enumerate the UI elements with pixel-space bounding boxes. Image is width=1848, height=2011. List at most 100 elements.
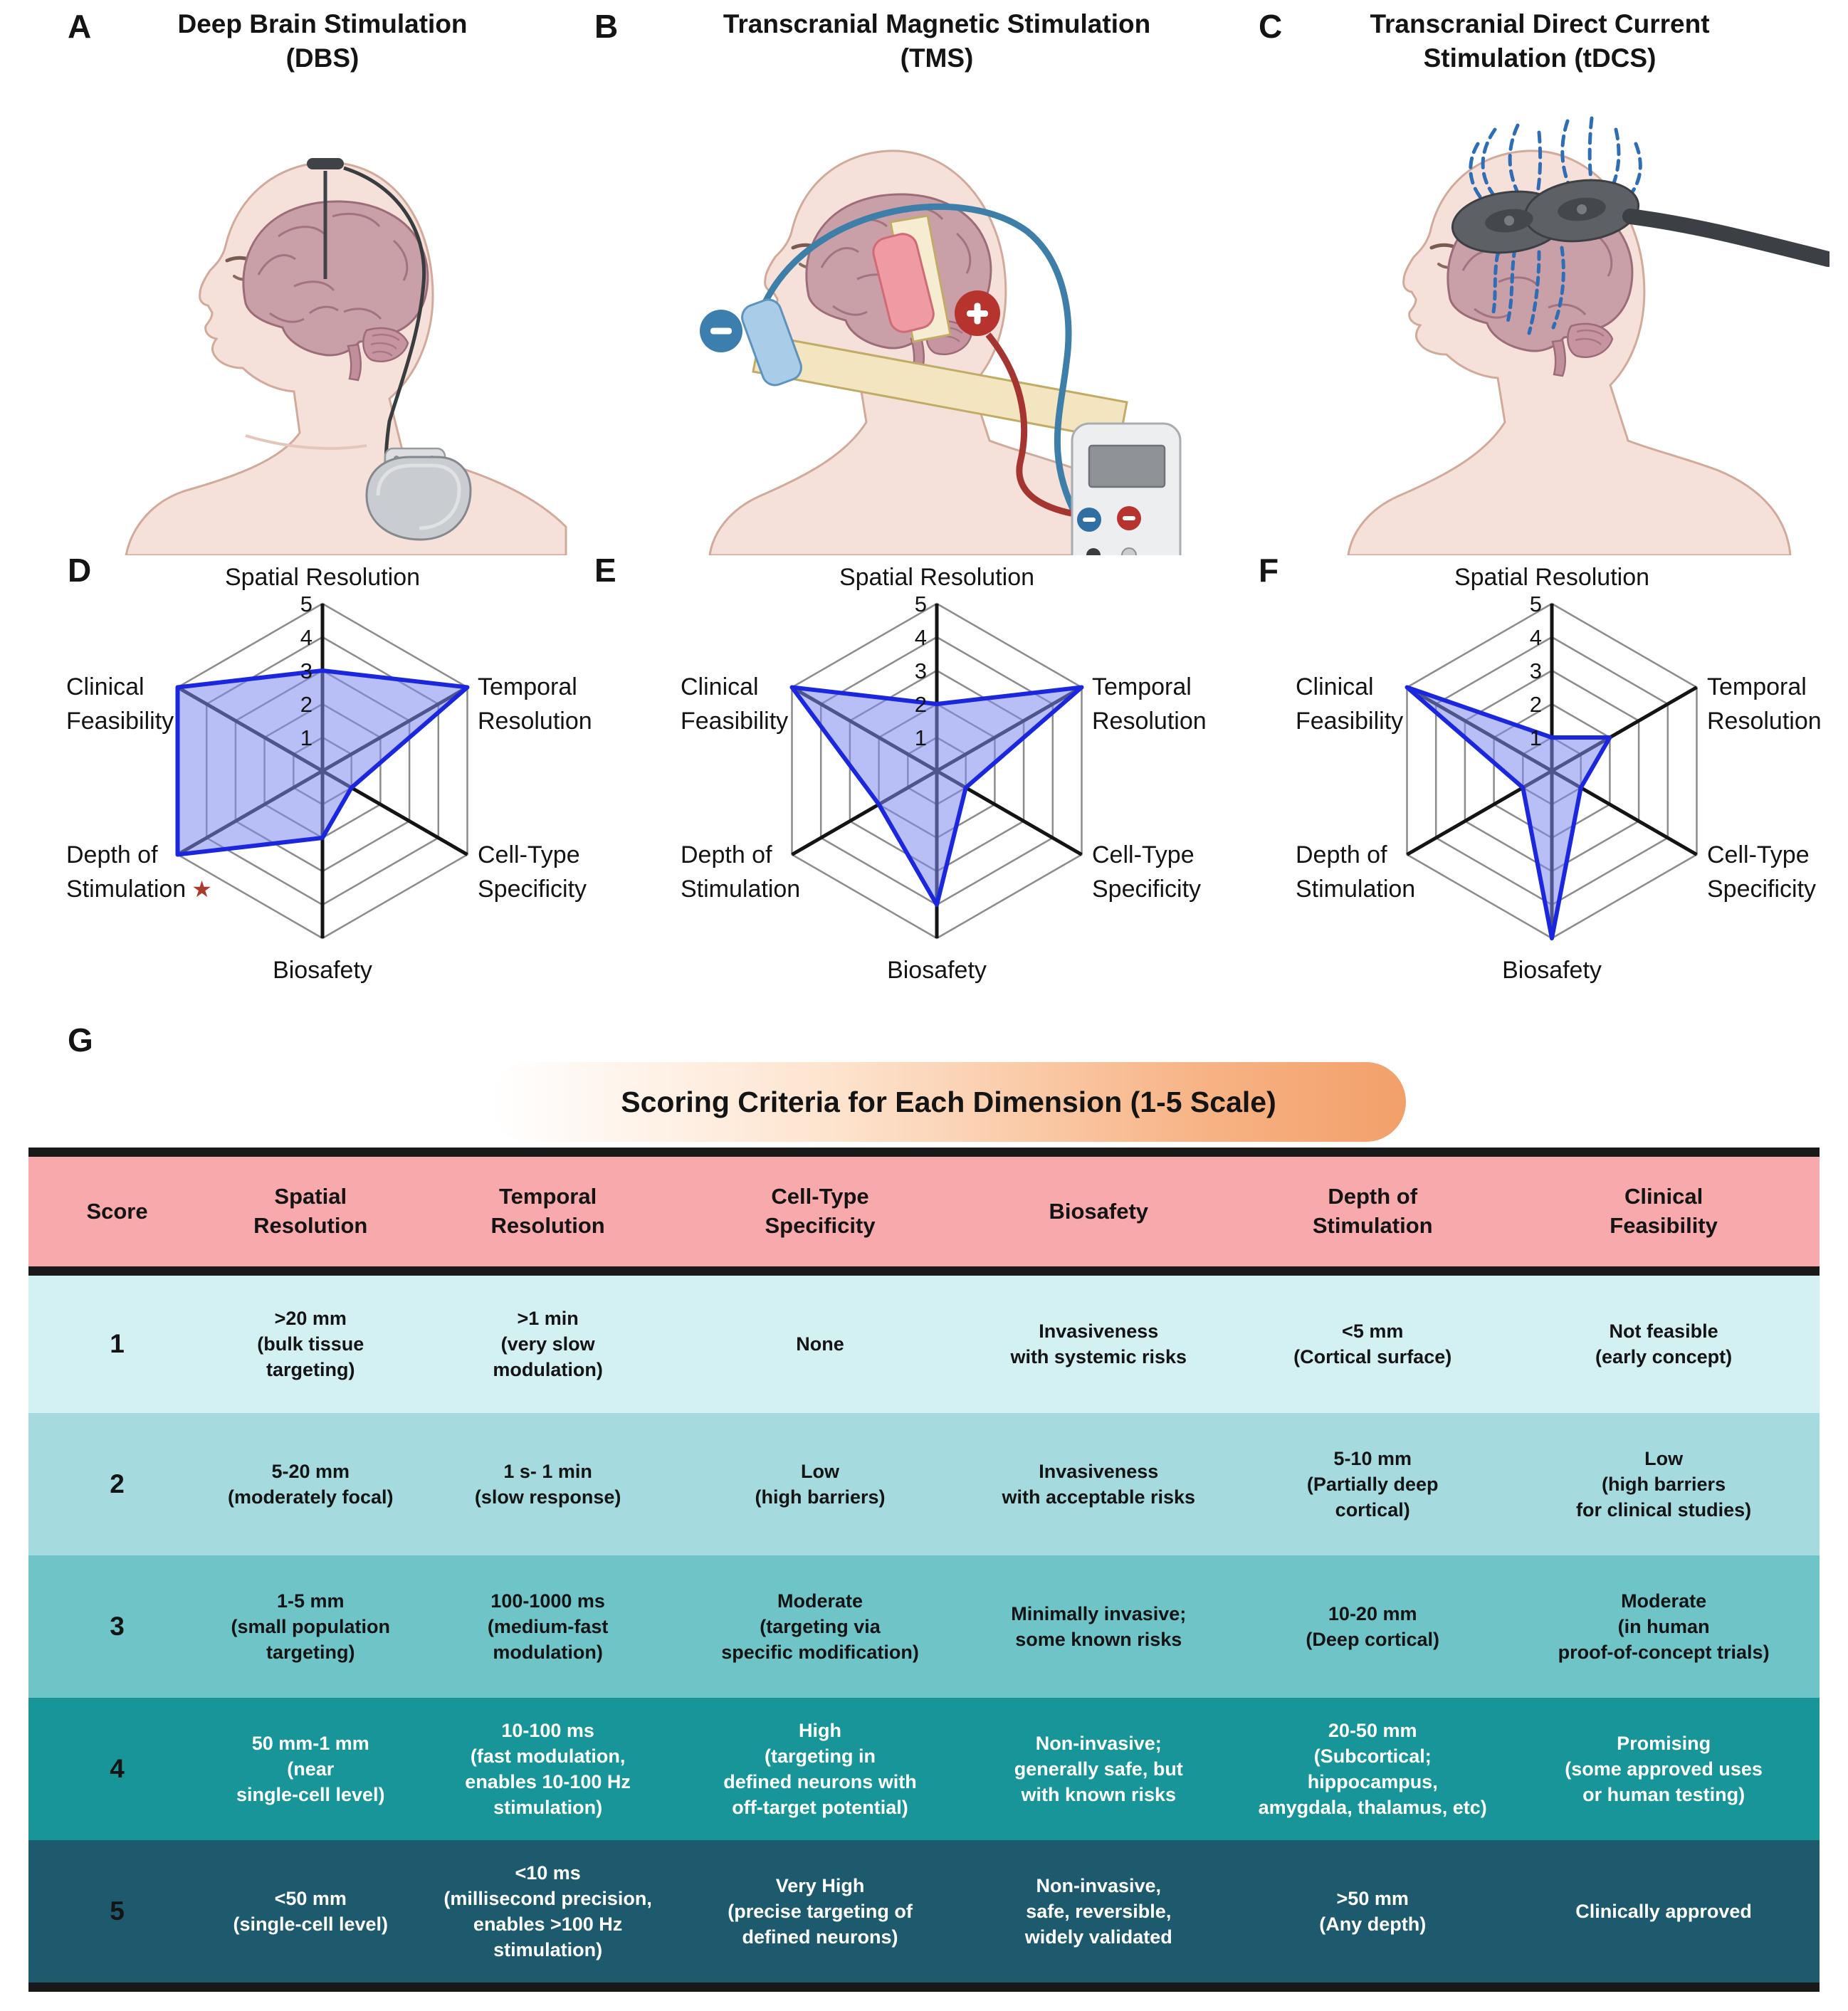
- criteria-cell: Very High (precise targeting of defined …: [728, 1874, 913, 1948]
- radar-tick-label: 2: [300, 692, 313, 717]
- panel-b-title-line1: Transcranial Magnetic Stimulation: [723, 9, 1151, 38]
- criteria-cell: 100-1000 ms (medium-fast modulation): [487, 1590, 609, 1664]
- radar-axis-label: Cell-Type: [478, 841, 580, 868]
- radar-tick-label: 5: [915, 592, 927, 616]
- radar-data-polygon: [789, 685, 1084, 907]
- criteria-cell: 10-100 ms (fast modulation, enables 10-1…: [465, 1719, 631, 1819]
- criteria-cell: 10-20 mm (Deep cortical): [1306, 1602, 1439, 1650]
- criteria-cell: Invasiveness with systemic risks: [1010, 1320, 1187, 1368]
- criteria-cell: Clinically approved: [1575, 1900, 1752, 1922]
- criteria-cell: Low (high barriers for clinical studies): [1576, 1447, 1752, 1521]
- dbs-electrode: [307, 158, 344, 279]
- criteria-cell: High (targeting in defined neurons with …: [723, 1719, 917, 1819]
- criteria-cell: >20 mm (bulk tissue targeting): [257, 1307, 364, 1381]
- scoring-banner-title: Scoring Criteria for Each Dimension (1-5…: [621, 1085, 1276, 1118]
- tms-illustration: [700, 149, 1182, 555]
- cathode-wire: [757, 203, 1079, 518]
- radar-tick-label: 3: [300, 658, 313, 683]
- table-row: 5<50 mm (single-cell level)<10 ms (milli…: [28, 1840, 1820, 1983]
- panel-a-title-line1: Deep Brain Stimulation: [177, 9, 468, 38]
- score-cell: 3: [110, 1612, 125, 1642]
- radar-axis-label: Specificity: [478, 876, 587, 903]
- radar-axis-label: Stimulation★: [66, 876, 212, 903]
- radar-axis-label: Spatial Resolution: [839, 564, 1034, 591]
- radar-axis-label: Temporal: [1707, 673, 1807, 700]
- radar-axis-label: Cell-Type: [1092, 841, 1195, 868]
- criteria-cell: Moderate (targeting via specific modific…: [721, 1590, 919, 1664]
- brain: [242, 200, 429, 382]
- criteria-cell: Moderate (in human proof-of-concept tria…: [1558, 1590, 1770, 1664]
- radar-axis-label: Resolution: [1092, 708, 1207, 735]
- panel-f-letter: F: [1259, 552, 1279, 589]
- radar-axis-label: Temporal: [478, 673, 577, 700]
- radar-tick-label: 4: [300, 625, 313, 650]
- table-header-cell: Score: [28, 1157, 206, 1276]
- score-cell: 5: [110, 1896, 125, 1926]
- panel-g-letter: G: [68, 1022, 93, 1059]
- minus-badge: [700, 310, 742, 352]
- criteria-cell: 5-20 mm (moderately focal): [227, 1460, 394, 1508]
- radar-axis-label: Feasibility: [681, 708, 788, 735]
- radar-tick-label: 4: [915, 625, 927, 650]
- radar-tick-label: 3: [915, 658, 927, 683]
- radar-axis-label: Specificity: [1707, 876, 1816, 903]
- radar-axis-label: Clinical: [1296, 673, 1374, 700]
- criteria-cell: <50 mm (single-cell level): [233, 1887, 389, 1935]
- radar-axis-label: Cell-Type: [1707, 841, 1810, 868]
- anode-wire: [985, 332, 1117, 522]
- table-row: 2 5-20 mm (moderately focal) 1 s- 1 min (s…: [28, 1413, 1820, 1555]
- depth-star-icon: ★: [191, 876, 212, 902]
- panel-a-letter: A: [68, 8, 92, 45]
- radar-tick-label: 3: [1530, 658, 1542, 683]
- criteria-cell: Promising (some approved uses or human t…: [1565, 1732, 1763, 1806]
- table-header-cell: Depth of Stimulation: [1237, 1157, 1508, 1276]
- table-row: 3 1-5 mm (small population targeting) 100-…: [28, 1555, 1820, 1698]
- criteria-cell: 5-10 mm (Partially deep cortical): [1306, 1447, 1439, 1521]
- radar-tick-label: 1: [915, 725, 927, 750]
- criteria-cell: <5 mm (Cortical surface): [1293, 1320, 1452, 1368]
- radar-axis-label: Depth of: [681, 841, 772, 868]
- panel-c-title: Transcranial Direct Current Stimulation …: [1319, 7, 1760, 75]
- radar-axis-label: Resolution: [1707, 708, 1822, 735]
- scoring-banner: Scoring Criteria for Each Dimension (1-5…: [491, 1062, 1406, 1142]
- radar-tick-label: 1: [300, 725, 313, 750]
- table-header-cell: Cell-Type Specificity: [680, 1157, 960, 1276]
- criteria-cell: 1-5 mm (small population targeting): [231, 1590, 391, 1664]
- panel-d-letter: D: [68, 552, 92, 589]
- panel-b-title-line2: (TMS): [900, 43, 974, 73]
- radar-tick-label: 1: [1530, 725, 1542, 750]
- radar-axis-label: Stimulation: [681, 876, 800, 903]
- radar-axis-label: Feasibility: [1296, 708, 1403, 735]
- score-cell: 1: [110, 1329, 125, 1359]
- radar-data-polygon: [175, 668, 470, 857]
- score-cell: 2: [110, 1469, 125, 1499]
- device-screen: [1088, 444, 1166, 488]
- collarbone-line: [245, 434, 367, 450]
- panel-c-title-line2: Stimulation (tDCS): [1423, 43, 1657, 73]
- criteria-cell: >50 mm (Any depth): [1319, 1887, 1427, 1935]
- radar-axis-label: Depth of: [66, 841, 158, 868]
- criteria-cell: Non-invasive, safe, reversible, widely v…: [1024, 1874, 1172, 1948]
- radar-axis-label: Clinical: [66, 673, 145, 700]
- table-header-cell: Biosafety: [960, 1157, 1238, 1276]
- radar-axis-label: Resolution: [478, 708, 592, 735]
- criteria-cell: Non-invasive; generally safe, but with k…: [1014, 1732, 1183, 1806]
- criteria-cell: Not feasible (early concept): [1595, 1320, 1733, 1368]
- criteria-cell: 1 s- 1 min (slow response): [474, 1460, 621, 1508]
- device-button: [1086, 548, 1101, 555]
- panel-c-letter: C: [1259, 8, 1283, 45]
- radar-tick-label: 5: [300, 592, 313, 616]
- criteria-cell: Minimally invasive; some known risks: [1011, 1602, 1187, 1650]
- pulse-generator: [365, 447, 472, 541]
- radar-axis-label: Spatial Resolution: [225, 564, 420, 591]
- tms-coil-cable: [1622, 209, 1829, 267]
- device-button: [1121, 547, 1137, 555]
